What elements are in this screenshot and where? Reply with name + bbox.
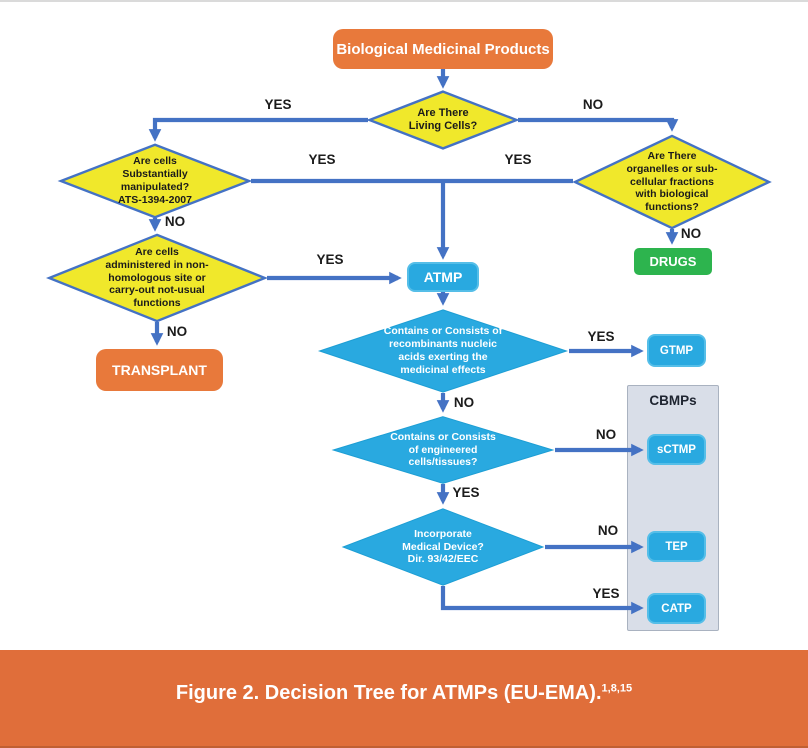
decision-non-homologous-label: Are cells administered in non- homologou… (105, 246, 209, 310)
edge-label-engineered-no: NO (595, 427, 617, 442)
transplant-label: TRANSPLANT (112, 362, 207, 378)
tep-label: TEP (665, 540, 688, 553)
gtmp-box: GTMP (647, 334, 706, 367)
decision-substantially-manipulated-label: Are cells Substantially manipulated? ATS… (118, 155, 192, 206)
diamond-shape (573, 135, 771, 229)
decision-substantially-manipulated: Are cells Substantially manipulated? ATS… (59, 144, 251, 218)
figure-caption: Figure 2. Decision Tree for ATMPs (EU-EM… (176, 682, 632, 748)
edge-label-organelles-yes: YES (504, 152, 532, 167)
caption-band: Figure 2. Decision Tree for ATMPs (EU-EM… (0, 650, 808, 748)
diamond-shape (317, 309, 569, 393)
decision-recombinant-nucleic-acids-label: Contains or Consists of recombinants nuc… (383, 325, 503, 376)
edge-label-device-no: NO (597, 523, 619, 538)
transplant-box: TRANSPLANT (96, 349, 223, 391)
edge-label-organelles-no: NO (680, 226, 702, 241)
edge-label-non-homologous-yes: YES (316, 252, 344, 267)
catp-label: CATP (661, 602, 692, 615)
atmp-label: ATMP (423, 269, 463, 285)
edge-label-manipulated-no: NO (164, 214, 186, 229)
sctmp-box: sCTMP (647, 434, 706, 465)
decision-living-cells: Are There Living Cells? (368, 91, 518, 149)
edge-label-engineered-yes: YES (452, 485, 480, 500)
edge-label-living-yes: YES (264, 97, 292, 112)
drugs-box: DRUGS (634, 248, 712, 275)
cbmps-panel: CBMPs (627, 385, 719, 631)
decision-recombinant-nucleic-acids: Contains or Consists of recombinants nuc… (317, 309, 569, 393)
edge-label-living-no: NO (582, 97, 604, 112)
decision-living-cells-label: Are There Living Cells? (408, 106, 478, 132)
figure-caption-text: Figure 2. Decision Tree for ATMPs (EU-EM… (175, 682, 602, 704)
decision-organelles: Are There organelles or sub- cellular fr… (573, 135, 771, 229)
cbmps-panel-title: CBMPs (649, 393, 697, 408)
caption-band-bottom-edge (0, 746, 808, 748)
diamond-shape (368, 91, 518, 149)
diamond-shape (47, 234, 267, 322)
decision-medical-device-label: Incorporate Medical Device? Dir. 93/42/E… (402, 527, 484, 566)
start-box-biological-medicinal-products: Biological Medicinal Products (333, 29, 553, 69)
tep-box: TEP (647, 531, 706, 562)
diamond-shape (59, 144, 251, 218)
diamond-shape (341, 508, 545, 586)
edge-label-recombinant-yes: YES (587, 329, 615, 344)
decision-non-homologous: Are cells administered in non- homologou… (47, 234, 267, 322)
edge-label-recombinant-no: NO (453, 395, 475, 410)
drugs-label: DRUGS (649, 254, 697, 269)
sctmp-label: sCTMP (657, 443, 696, 456)
catp-box: CATP (647, 593, 706, 624)
decision-engineered-cells: Contains or Consists of engineered cells… (331, 416, 555, 484)
caption-superscript: 1,8,15 (601, 682, 633, 695)
edge-label-manipulated-yes: YES (308, 152, 336, 167)
decision-organelles-label: Are There organelles or sub- cellular fr… (626, 150, 718, 214)
diamond-shape (331, 416, 555, 484)
start-box-label: Biological Medicinal Products (336, 40, 550, 58)
gtmp-label: GTMP (659, 344, 694, 357)
edge-label-device-yes: YES (592, 586, 620, 601)
atmp-box: ATMP (407, 262, 479, 292)
decision-engineered-cells-label: Contains or Consists of engineered cells… (390, 430, 496, 469)
edge-label-non-homologous-no: NO (166, 324, 188, 339)
decision-medical-device: Incorporate Medical Device? Dir. 93/42/E… (341, 508, 545, 586)
